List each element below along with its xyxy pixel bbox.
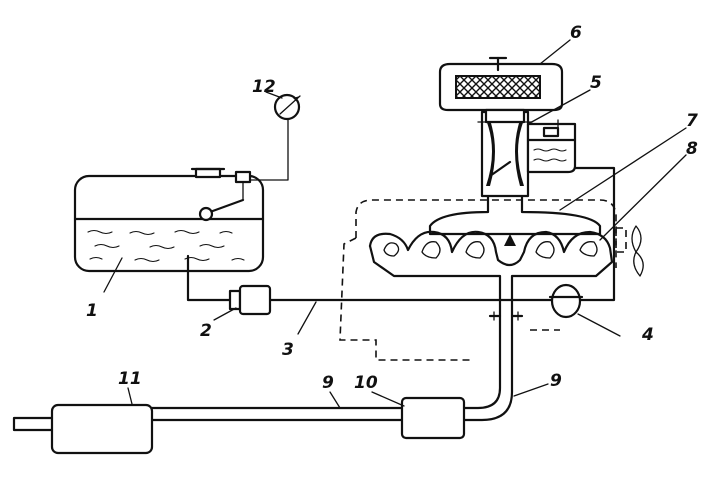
callout-4: 4 (641, 325, 654, 345)
callout-3: 3 (282, 340, 294, 360)
callout-5: 5 (590, 73, 602, 93)
callout-7: 7 (686, 111, 698, 131)
front-silencer (400, 396, 466, 440)
engine-block (339, 199, 627, 361)
callout-2: 2 (200, 321, 212, 341)
callout-6: 6 (570, 23, 582, 43)
callout-8: 8 (686, 139, 698, 159)
air-cleaner (438, 56, 564, 124)
callout-labels: 1 2 3 4 5 6 7 8 9 9 10 11 12 (86, 23, 698, 393)
callout-9-left: 9 (322, 373, 334, 393)
exhaust-manifold (368, 230, 614, 302)
callout-1: 1 (86, 301, 98, 321)
fuel-filter (548, 283, 584, 319)
fuel-gauge (249, 93, 301, 181)
cooling-fan (631, 225, 644, 277)
carburettor (477, 110, 577, 198)
intake-manifold (428, 194, 602, 236)
callout-11: 11 (118, 369, 142, 389)
callout-10: 10 (354, 373, 378, 393)
rear-silencer (12, 403, 154, 455)
callout-12: 12 (252, 77, 276, 97)
leader-lines (103, 39, 687, 409)
fuel-tank (73, 167, 265, 273)
fuel-pump (228, 284, 272, 316)
callout-9-right: 9 (550, 371, 562, 391)
fuel-line (186, 166, 616, 302)
exhaust-pipe (150, 298, 524, 422)
